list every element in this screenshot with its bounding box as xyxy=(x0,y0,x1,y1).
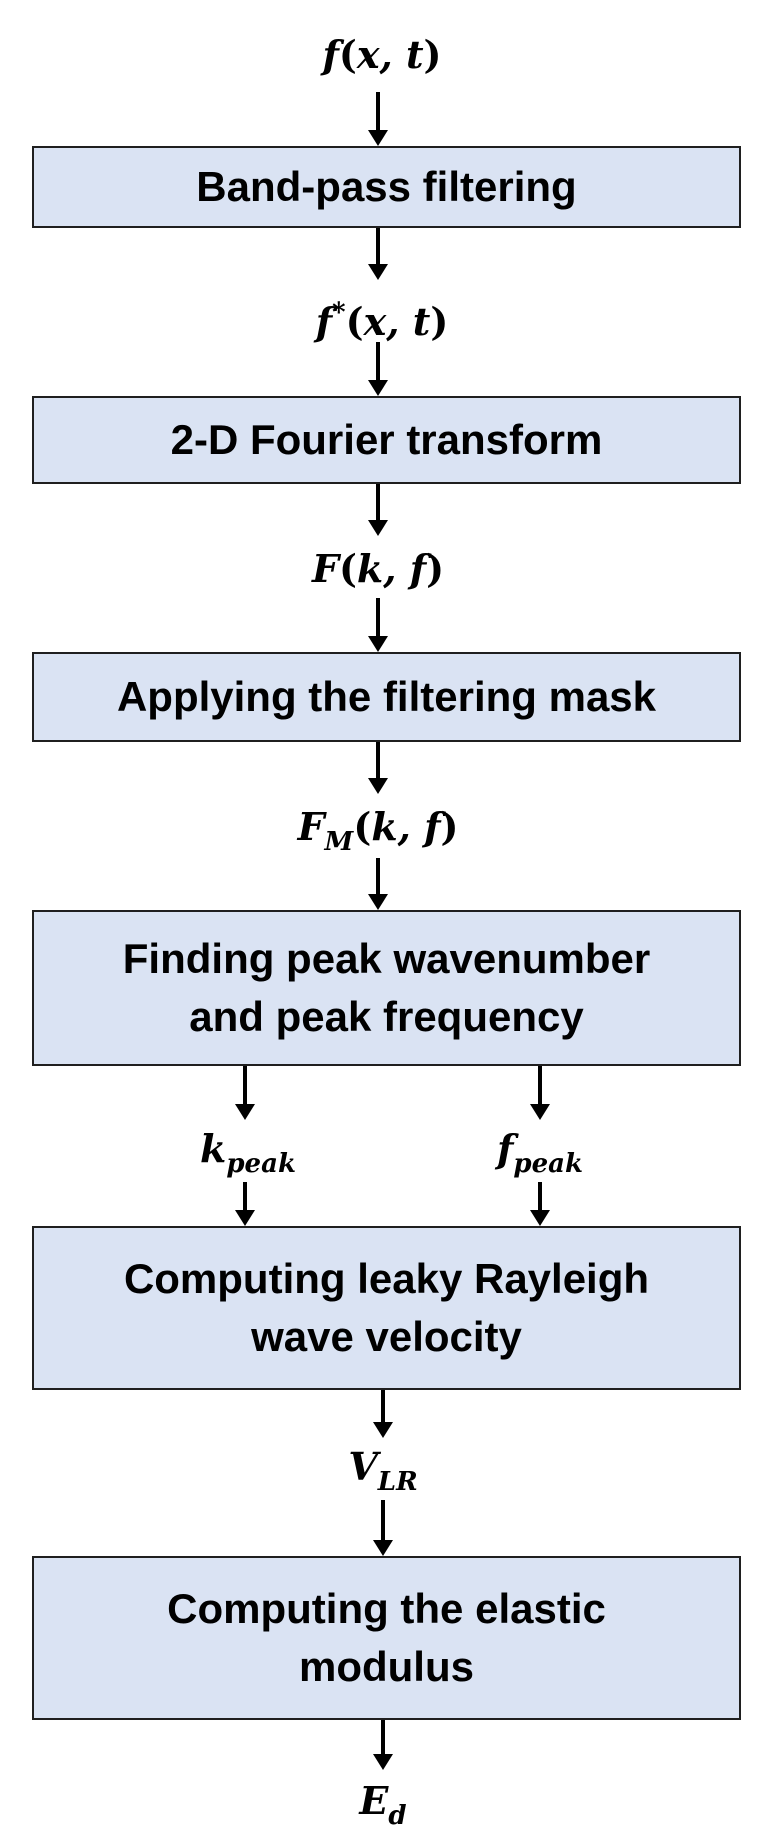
signal-velocity-base: V xyxy=(348,1444,378,1489)
signal-spectrum: F(k, f) xyxy=(311,546,445,591)
signal-masked-args: k, f xyxy=(371,804,441,849)
signal-input: f(x, t) xyxy=(322,32,442,77)
arrowhead xyxy=(368,130,388,146)
arrowhead xyxy=(368,264,388,280)
signal-filtered: f*(x, t) xyxy=(315,298,449,344)
signal-output-base: E xyxy=(359,1778,389,1823)
peak-finding-box: Finding peak wavenumber and peak frequen… xyxy=(32,910,741,1066)
signal-k-peak-base: k xyxy=(200,1126,227,1171)
signal-filtered-sup: * xyxy=(332,298,346,328)
signal-f-peak-base: f xyxy=(497,1126,514,1171)
signal-input-args: x, t xyxy=(356,32,424,77)
signal-masked-sub: M xyxy=(324,827,354,857)
arrowhead xyxy=(235,1104,255,1120)
arrowhead xyxy=(368,520,388,536)
signal-spectrum-base: F xyxy=(311,546,339,591)
arrowhead xyxy=(530,1104,550,1120)
signal-filtered-base: f xyxy=(315,299,333,344)
arrowhead xyxy=(373,1422,393,1438)
signal-velocity-sub: LR xyxy=(377,1467,418,1497)
signal-k-peak-sub: peak xyxy=(226,1149,296,1179)
arrowhead xyxy=(368,380,388,396)
signal-output: Ed xyxy=(359,1778,406,1839)
signal-input-base: f xyxy=(322,32,339,77)
fourier-transform-box: 2-D Fourier transform xyxy=(32,396,741,484)
band-pass-filtering-box: Band-pass filtering xyxy=(32,146,741,228)
arrowhead xyxy=(368,894,388,910)
signal-filtered-args: x, t xyxy=(363,299,431,344)
signal-masked-base: F xyxy=(297,804,325,849)
signal-k-peak: kpeak xyxy=(200,1126,296,1187)
signal-spectrum-args: k, f xyxy=(356,546,427,591)
arrowhead xyxy=(368,636,388,652)
signal-masked: FM(k, f) xyxy=(297,804,459,857)
signal-f-peak: fpeak xyxy=(497,1126,583,1187)
signal-velocity: VLR xyxy=(348,1444,417,1505)
arrowhead xyxy=(373,1540,393,1556)
elastic-modulus-box: Computing the elastic modulus xyxy=(32,1556,741,1720)
arrowhead xyxy=(368,778,388,794)
filtering-mask-box: Applying the filtering mask xyxy=(32,652,741,742)
arrowhead xyxy=(530,1210,550,1226)
arrowhead xyxy=(235,1210,255,1226)
leaky-rayleigh-velocity-box: Computing leaky Rayleigh wave velocity xyxy=(32,1226,741,1390)
signal-output-sub: d xyxy=(388,1801,407,1831)
signal-f-peak-sub: peak xyxy=(513,1149,583,1179)
arrowhead xyxy=(373,1754,393,1770)
